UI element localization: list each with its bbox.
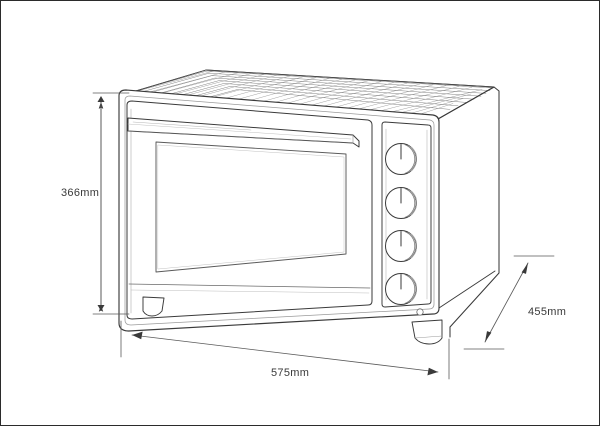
door-lower-seam (128, 283, 371, 294)
control-knob-4[interactable] (385, 273, 417, 305)
door-handle[interactable] (127, 117, 360, 148)
dimension-height (92, 92, 130, 315)
control-knob-2[interactable] (385, 187, 417, 219)
control-knob-3[interactable] (385, 230, 417, 262)
door-glass-window (155, 141, 347, 273)
dimension-depth (463, 255, 555, 350)
dimension-label-height: 366mm (61, 187, 100, 199)
control-knob-1[interactable] (385, 143, 417, 175)
foot-front-right (411, 319, 443, 345)
dimension-width (120, 320, 450, 380)
dimension-label-depth: 455mm (528, 306, 567, 318)
power-indicator-light (416, 308, 424, 316)
dimension-label-width: 575mm (271, 367, 310, 379)
foot-front-left (142, 296, 165, 317)
